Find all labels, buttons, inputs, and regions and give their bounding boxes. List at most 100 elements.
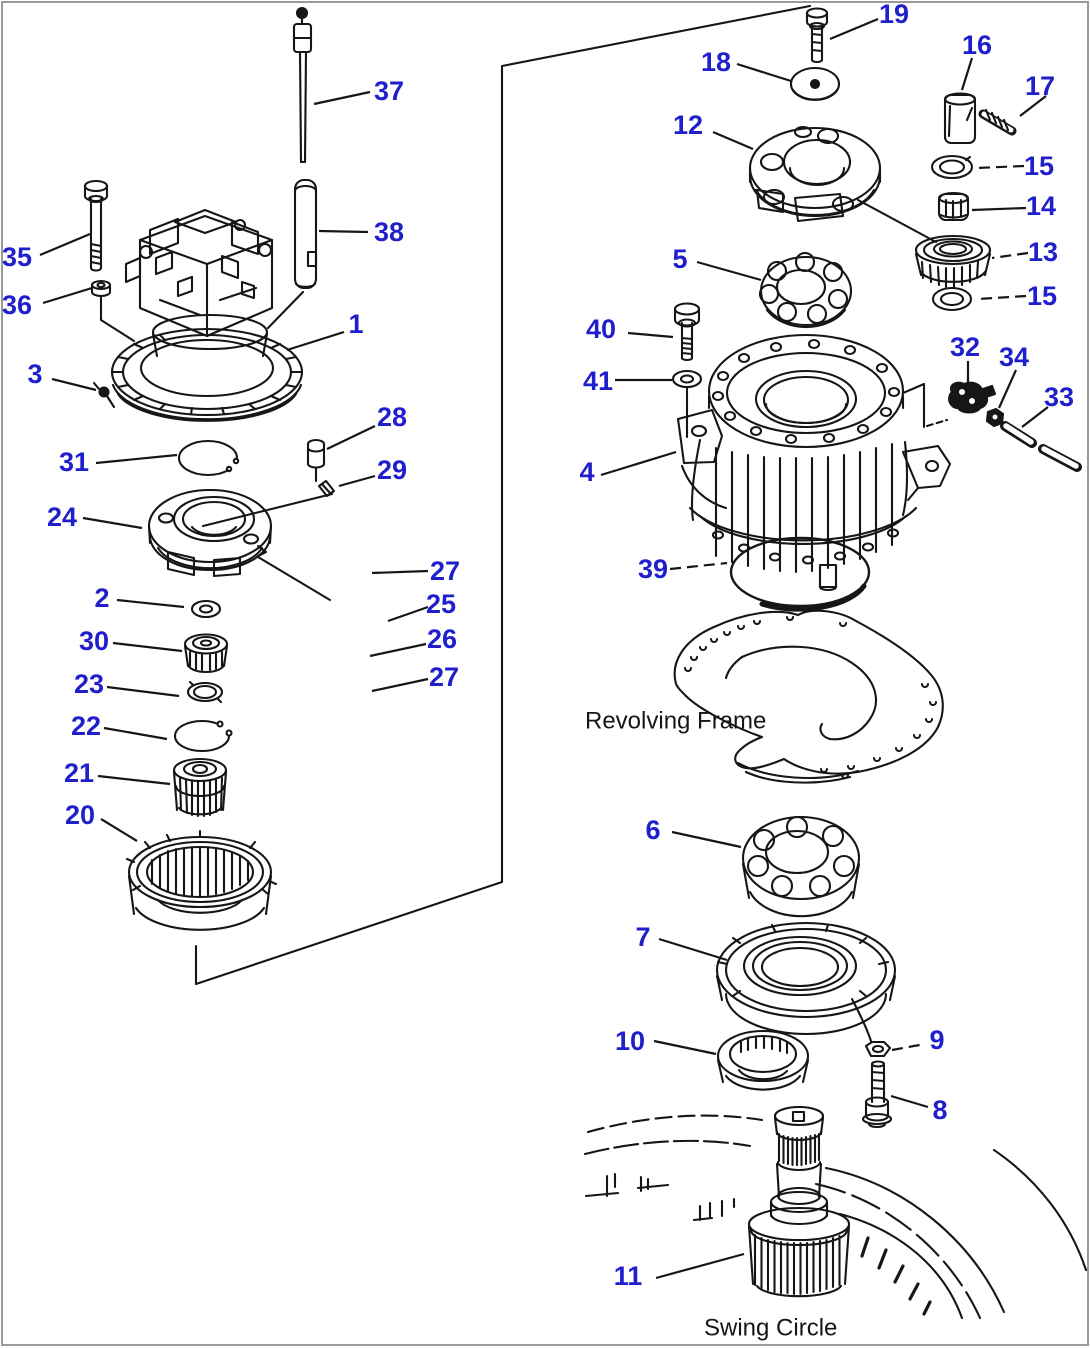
leader-29 <box>338 474 376 488</box>
leader-22 <box>103 726 168 741</box>
part-15-lower-drawing <box>931 286 973 312</box>
leader-40 <box>627 331 674 339</box>
callout-27: 27 <box>430 556 460 586</box>
part-18-drawing <box>789 66 841 102</box>
callout-29: 29 <box>377 455 407 485</box>
part-19-drawing <box>805 7 829 64</box>
part-17-drawing <box>978 108 1017 136</box>
part-6-drawing <box>741 815 861 918</box>
swing-circle-label: Swing Circle <box>704 1315 837 1342</box>
leader-35 <box>39 232 91 257</box>
callout-2: 2 <box>94 583 109 613</box>
callout-4: 4 <box>579 457 594 487</box>
leader-33 <box>1021 406 1049 428</box>
leader-12 <box>712 130 754 151</box>
callout-41: 41 <box>583 366 613 396</box>
leader-16 <box>960 57 974 91</box>
leader-3 <box>51 377 97 392</box>
part-11-shaft-drawing <box>747 1105 851 1298</box>
part-41-drawing <box>671 369 703 439</box>
part-22-drawing <box>173 719 234 753</box>
callout-14: 14 <box>1026 191 1056 221</box>
revolving-frame-label: Revolving Frame <box>585 708 766 735</box>
part-39-drawing <box>729 536 871 612</box>
part-33-drawing <box>1000 421 1082 472</box>
callout-8: 8 <box>932 1095 947 1125</box>
part-28-drawing <box>306 438 326 483</box>
callout-37: 37 <box>374 76 404 106</box>
part-23-drawing <box>186 680 224 704</box>
leader-36 <box>42 286 93 305</box>
leader-27 <box>371 677 429 693</box>
leader-7 <box>658 937 728 962</box>
leader-10 <box>653 1039 717 1056</box>
callout-11: 11 <box>614 1261 643 1291</box>
callout-10: 10 <box>615 1026 645 1056</box>
part-32-drawing <box>948 381 997 414</box>
callout-31: 31 <box>59 447 89 477</box>
leader-13 <box>991 251 1029 260</box>
leader-27 <box>371 569 429 575</box>
leader-23 <box>106 685 180 698</box>
part-36-drawing <box>90 279 136 343</box>
leader-21 <box>97 774 171 786</box>
callout-12: 12 <box>673 110 703 140</box>
part-10-drawing <box>716 1029 810 1091</box>
part-3-drawing <box>92 381 116 409</box>
leader-9 <box>891 1042 926 1052</box>
part-30-drawing <box>183 633 229 674</box>
callout-20: 20 <box>65 800 95 830</box>
callout-6: 6 <box>645 815 660 845</box>
callout-39: 39 <box>638 554 668 584</box>
callout-18: 18 <box>701 47 731 77</box>
part-38-drawing <box>266 178 318 330</box>
leader-14 <box>971 206 1027 212</box>
revolving-frame-drawing <box>673 609 944 784</box>
leader-20 <box>100 818 138 842</box>
leader-38 <box>318 229 369 234</box>
callout-27: 27 <box>429 662 459 692</box>
callout-36: 36 <box>2 290 32 320</box>
leader-28 <box>326 425 376 450</box>
callout-40: 40 <box>586 314 616 344</box>
leader-37 <box>313 90 371 106</box>
leader-19 <box>829 17 879 41</box>
part-7-drawing <box>715 921 897 1043</box>
leader-15 <box>977 294 1027 301</box>
callout-5: 5 <box>672 244 687 274</box>
part-35-drawing <box>83 179 109 272</box>
part-8-drawing <box>861 1060 893 1129</box>
callout-30: 30 <box>79 626 109 656</box>
callout-34: 34 <box>999 342 1029 372</box>
part-24-drawing <box>147 488 332 602</box>
callout-35: 35 <box>2 242 32 272</box>
part-4-case-drawing <box>676 333 952 592</box>
leader-24 <box>82 516 143 530</box>
leader-34 <box>997 369 1018 409</box>
callout-24: 24 <box>47 502 77 532</box>
callout-15: 15 <box>1027 281 1057 311</box>
part-13-drawing <box>914 234 992 289</box>
part-12-drawing <box>748 125 938 244</box>
part-40-drawing <box>673 302 701 362</box>
part-5-drawing <box>758 251 853 329</box>
callout-33: 33 <box>1044 382 1074 412</box>
leader-17 <box>1019 95 1047 117</box>
leader-25 <box>387 605 429 623</box>
section-divider <box>194 4 812 986</box>
callout-26: 26 <box>427 624 457 654</box>
callout-17: 17 <box>1025 71 1055 101</box>
leader-18 <box>736 62 792 83</box>
callout-32: 32 <box>950 332 980 362</box>
leader-15 <box>975 164 1025 170</box>
callout-16: 16 <box>962 30 992 60</box>
part-1-swing-motor-drawing <box>110 208 304 422</box>
callout-1: 1 <box>348 309 363 339</box>
leader-39 <box>669 561 728 571</box>
part-20-drawing <box>125 829 278 931</box>
part-9-drawing <box>864 1040 892 1058</box>
